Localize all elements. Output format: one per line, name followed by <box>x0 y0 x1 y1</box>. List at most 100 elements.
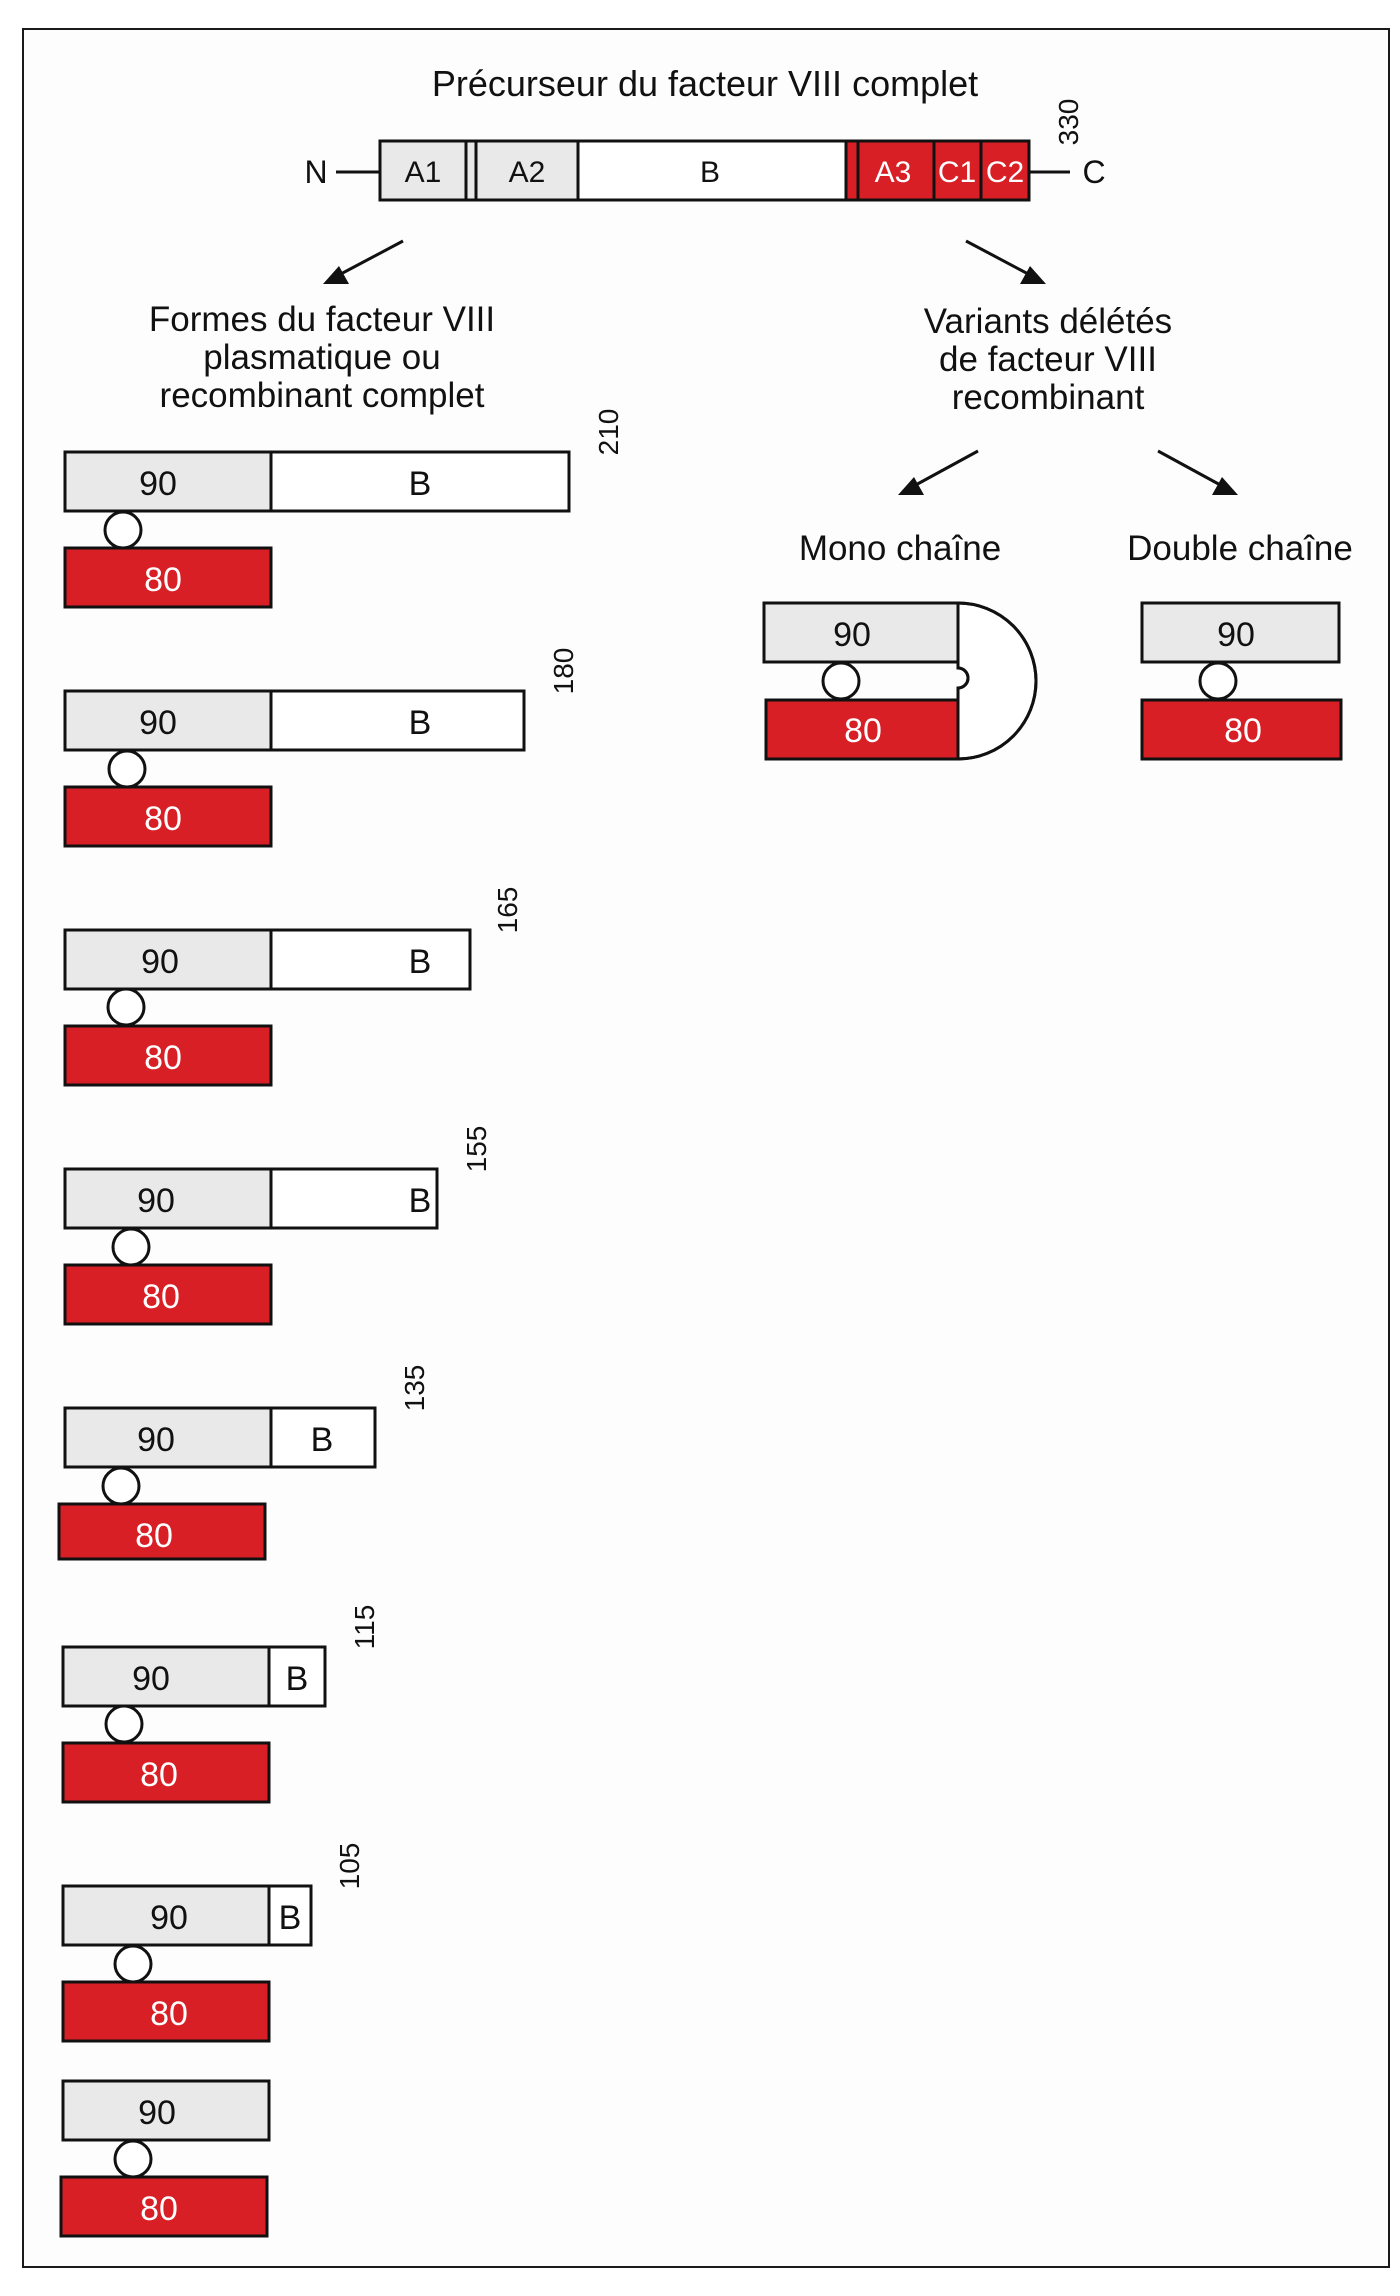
light-chain-label: 80 <box>140 1756 178 1794</box>
form-6: 90 B 80 115 <box>61 1605 380 1804</box>
b-domain <box>269 450 571 513</box>
linker-loop-outer <box>957 601 1038 761</box>
b-domain <box>269 689 526 752</box>
mono-chain-label: Mono chaîne <box>799 529 1001 568</box>
domain-a3-link <box>844 139 860 202</box>
form-mass-label: 165 <box>492 887 523 934</box>
light-chain-label: 80 <box>144 1039 182 1077</box>
metal-bridge <box>113 2139 153 2179</box>
metal-bridge <box>103 510 143 550</box>
light-chain <box>61 1741 271 1804</box>
light-chain <box>57 1502 267 1561</box>
left-group-title: Formes du facteur VIII plasmatique ou re… <box>149 300 495 415</box>
linker-loop-inner <box>957 666 970 690</box>
metal-bridge <box>104 1704 144 1744</box>
light-chain <box>59 2175 269 2238</box>
b-domain <box>267 1645 327 1708</box>
heavy-chain-label: 90 <box>139 465 177 503</box>
double-chain-variant: Double chaîne 90 80 <box>1127 529 1353 761</box>
left-title-line-3: recombinant complet <box>160 376 485 415</box>
light-chain-label: 80 <box>140 2190 178 2228</box>
heavy-chain-label: 90 <box>137 1182 175 1220</box>
domain-c2-label: C2 <box>986 156 1024 189</box>
form-mass-label: 180 <box>548 648 579 695</box>
heavy-chain-label: 90 <box>139 704 177 742</box>
arrows <box>323 239 1238 495</box>
heavy-chain-label: 90 <box>141 943 179 981</box>
heavy-chain-label: 90 <box>833 616 871 654</box>
light-chain <box>63 1024 273 1087</box>
arrow-to-mono-chain <box>898 449 979 495</box>
domain-a2 <box>474 139 580 202</box>
form-mass-label: 210 <box>593 409 624 456</box>
light-chain <box>1140 698 1343 761</box>
precursor: Précurseur du facteur VIII complet N A1 … <box>304 63 1106 202</box>
domain-a1 <box>378 139 468 202</box>
metal-bridge <box>101 1466 141 1506</box>
form-2: 90 B 80 180 <box>63 648 579 848</box>
arrow-to-double-chain <box>1157 449 1238 495</box>
right-title-line-3: recombinant <box>952 378 1145 417</box>
light-chain <box>61 1980 271 2043</box>
double-chain-label: Double chaîne <box>1127 529 1353 568</box>
b-domain-label: B <box>286 1660 309 1698</box>
arrow-to-right-group <box>965 239 1046 284</box>
heavy-chain-label: 90 <box>1217 616 1255 654</box>
form-7: 90 B 80 105 <box>61 1843 365 2043</box>
light-chain-label: 80 <box>844 712 882 750</box>
left-title-line-2: plasmatique ou <box>203 338 440 377</box>
form-mass-label: 135 <box>399 1365 430 1412</box>
domain-a3-label: A3 <box>875 156 912 189</box>
heavy-chain-label: 90 <box>137 1421 175 1459</box>
light-chain-label: 80 <box>135 1517 173 1555</box>
right-title-line-2: de facteur VIII <box>939 340 1157 379</box>
b-domain-label: B <box>409 704 432 742</box>
light-chain-label: 80 <box>150 1995 188 2033</box>
precursor-mass-label: 330 <box>1053 99 1084 146</box>
form-1: 90 B 80 210 <box>63 409 624 609</box>
form-mass-label: 115 <box>349 1605 380 1650</box>
metal-bridge <box>107 749 147 789</box>
metal-bridge <box>1198 661 1238 701</box>
precursor-title: Précurseur du facteur VIII complet <box>432 63 978 104</box>
heavy-chain <box>63 450 273 513</box>
domain-a1-label: A1 <box>405 156 442 189</box>
domain-a2-label: A2 <box>509 156 546 189</box>
light-chain-label: 80 <box>1224 712 1262 750</box>
domain-b-label: B <box>700 156 720 189</box>
heavy-chain <box>762 601 960 664</box>
metal-bridge <box>821 661 861 701</box>
heavy-chain-label: 90 <box>150 1899 188 1937</box>
heavy-chain-label: 90 <box>138 2094 176 2132</box>
b-domain-label: B <box>409 1182 432 1220</box>
form-4: 90 B 80 155 <box>63 1126 492 1326</box>
form-mass-label: 105 <box>334 1843 365 1890</box>
metal-bridge <box>113 1944 153 1984</box>
n-terminus-label: N <box>304 154 327 190</box>
metal-bridge <box>111 1227 151 1267</box>
light-chain <box>764 698 960 761</box>
light-chain-label: 80 <box>144 800 182 838</box>
domain-c2 <box>979 139 1031 202</box>
b-domain-label: B <box>279 1899 302 1937</box>
light-chain-label: 80 <box>142 1278 180 1316</box>
right-title-line-1: Variants délétés <box>924 302 1172 341</box>
domain-c1-label: C1 <box>938 156 976 189</box>
c-terminus-label: C <box>1082 154 1105 190</box>
b-domain <box>267 1884 313 1947</box>
heavy-chain <box>1140 601 1341 664</box>
left-title-line-1: Formes du facteur VIII <box>149 300 495 339</box>
heavy-chain <box>63 689 273 752</box>
light-chain <box>63 1263 273 1326</box>
light-chain-label: 80 <box>144 561 182 599</box>
heavy-chain <box>61 2079 271 2142</box>
b-domain <box>269 1167 439 1230</box>
heavy-chain-label: 90 <box>132 1660 170 1698</box>
b-domain <box>269 1406 377 1469</box>
b-domain-label: B <box>409 465 432 503</box>
mono-chain-variant: Mono chaîne 90 80 <box>762 529 1038 761</box>
light-chain <box>63 785 273 848</box>
b-domain <box>269 928 472 991</box>
b-domain-label: B <box>311 1421 334 1459</box>
